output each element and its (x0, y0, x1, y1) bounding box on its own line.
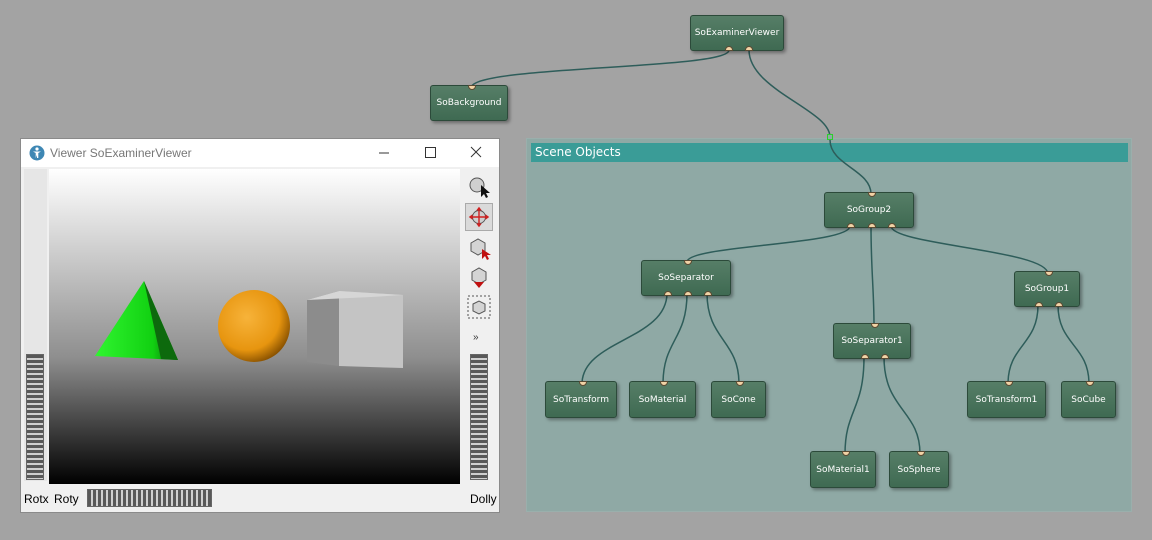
cone-shape (95, 281, 178, 360)
output-port[interactable] (1035, 302, 1043, 307)
node-label: SoTransform (553, 394, 609, 405)
input-port[interactable] (1045, 271, 1053, 276)
output-port[interactable] (745, 46, 753, 51)
node-label: SoSeparator1 (841, 336, 903, 346)
node-so-group1[interactable]: SoGroup1 (1014, 271, 1080, 307)
input-port[interactable] (917, 451, 925, 456)
wire-examiner-background (470, 49, 730, 89)
more-tools-toggle[interactable]: » (473, 332, 479, 343)
output-port[interactable] (664, 291, 672, 296)
output-port[interactable] (881, 354, 889, 359)
node-so-sphere[interactable]: SoSphere (889, 451, 949, 488)
group-header[interactable]: Scene Objects (531, 143, 1128, 162)
node-label: SoMaterial (638, 394, 687, 405)
view-all-icon[interactable] (465, 293, 493, 321)
maximize-icon[interactable] (407, 139, 453, 167)
pick-icon[interactable] (465, 173, 493, 201)
node-so-background[interactable]: SoBackground (430, 85, 508, 121)
roty-wheel[interactable] (87, 489, 212, 507)
rotx-label: Rotx (24, 492, 49, 506)
node-so-examiner-viewer[interactable]: SoExaminerViewer (690, 15, 784, 51)
output-port[interactable] (868, 223, 876, 228)
roty-label: Roty (54, 492, 79, 506)
node-so-transform[interactable]: SoTransform (545, 381, 617, 418)
node-label: SoGroup2 (846, 205, 892, 215)
dolly-label: Dolly (470, 492, 497, 506)
render-canvas[interactable] (49, 169, 460, 484)
node-label: SoCube (1071, 394, 1106, 405)
node-label: SoGroup1 (1024, 284, 1070, 294)
node-so-material[interactable]: SoMaterial (629, 381, 696, 418)
node-label: SoSphere (897, 464, 941, 475)
input-port[interactable] (1005, 381, 1013, 386)
output-port[interactable] (1055, 302, 1063, 307)
minimize-icon[interactable] (361, 139, 407, 167)
node-so-separator[interactable]: SoSeparator (641, 260, 731, 296)
input-port[interactable] (842, 451, 850, 456)
output-port[interactable] (888, 223, 896, 228)
seek-icon[interactable] (465, 233, 493, 261)
window-title: Viewer SoExaminerViewer (50, 146, 192, 160)
input-port[interactable] (468, 85, 476, 90)
input-port[interactable] (868, 192, 876, 197)
output-port[interactable] (684, 291, 692, 296)
node-so-transform1[interactable]: SoTransform1 (967, 381, 1046, 418)
node-label: SoExaminerViewer (694, 28, 780, 38)
rotx-wheel[interactable] (26, 354, 44, 480)
node-label: SoTransform1 (975, 394, 1038, 405)
group-input-junction[interactable] (827, 134, 833, 140)
output-port[interactable] (847, 223, 855, 228)
home-icon[interactable] (465, 263, 493, 291)
sphere-shape (218, 290, 290, 362)
node-so-cube[interactable]: SoCube (1061, 381, 1116, 418)
node-label: SoBackground (436, 98, 502, 108)
app-icon (29, 145, 45, 161)
node-so-material1[interactable]: SoMaterial1 (810, 451, 876, 488)
scene-objects-group[interactable]: Scene Objects (526, 138, 1132, 512)
title-bar[interactable]: Viewer SoExaminerViewer (21, 139, 499, 167)
input-port[interactable] (579, 381, 587, 386)
input-port[interactable] (684, 260, 692, 265)
input-port[interactable] (871, 323, 879, 328)
cube-shape (307, 291, 403, 368)
node-so-separator1[interactable]: SoSeparator1 (833, 323, 911, 359)
input-port[interactable] (660, 381, 668, 386)
node-label: SoCone (721, 394, 756, 405)
node-label: SoSeparator (658, 273, 714, 283)
node-so-cone[interactable]: SoCone (711, 381, 766, 418)
node-so-group2[interactable]: SoGroup2 (824, 192, 914, 228)
output-port[interactable] (704, 291, 712, 296)
input-port[interactable] (736, 381, 744, 386)
viewer-window[interactable]: Viewer SoExaminerViewer (20, 138, 500, 513)
dolly-wheel[interactable] (470, 354, 488, 480)
output-port[interactable] (725, 46, 733, 51)
input-port[interactable] (1086, 381, 1094, 386)
wire-examiner-group (748, 49, 831, 138)
output-port[interactable] (861, 354, 869, 359)
view-icon[interactable] (465, 203, 493, 231)
close-icon[interactable] (453, 139, 499, 167)
node-label: SoMaterial1 (816, 464, 870, 475)
